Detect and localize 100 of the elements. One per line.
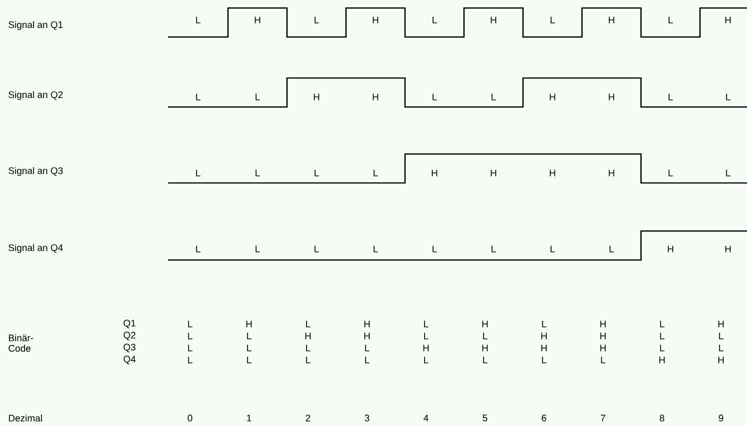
row-label: Q1: [124, 320, 136, 328]
row-label: Q3: [124, 344, 136, 352]
table-cell: L: [424, 320, 428, 328]
table-cell: H: [600, 320, 606, 328]
level-label: H: [372, 94, 378, 100]
level-label: L: [374, 170, 378, 176]
signal-label: Signal an Q2: [8, 91, 63, 100]
level-label: H: [608, 94, 614, 100]
level-label: L: [196, 170, 200, 176]
level-label: L: [314, 16, 319, 24]
level-label: L: [256, 246, 260, 252]
level-label: H: [668, 246, 674, 252]
level-label: L: [550, 16, 555, 24]
table-cell: H: [718, 320, 724, 328]
table-cell: L: [365, 344, 370, 352]
table-cell: L: [542, 356, 546, 364]
table-cell: L: [188, 332, 192, 340]
table-cell: L: [365, 356, 370, 364]
table-cell: L: [483, 356, 488, 364]
level-label: L: [314, 170, 319, 176]
table-cell: L: [306, 344, 310, 352]
level-label: H: [254, 16, 260, 24]
table-cell: 2: [306, 414, 310, 422]
table-cell: H: [246, 320, 252, 328]
table-cell: 9: [718, 414, 724, 422]
table-cell: L: [660, 344, 664, 352]
row-label: Q4: [124, 356, 136, 364]
table-cell: L: [424, 356, 428, 364]
table-cell: L: [719, 332, 724, 340]
level-label: L: [314, 246, 319, 252]
level-label: L: [256, 170, 260, 176]
table-cell: H: [541, 332, 547, 340]
signal-label: Signal an Q4: [8, 244, 63, 253]
table-cell: L: [542, 320, 546, 328]
table-cell: 1: [247, 414, 252, 422]
level-label: H: [725, 246, 731, 252]
table-cell: 0: [188, 414, 192, 422]
level-label: L: [668, 94, 673, 100]
table-cell: H: [600, 344, 606, 352]
level-label: L: [196, 16, 200, 24]
table-cell: H: [364, 320, 370, 328]
table-cell: L: [188, 320, 192, 328]
table-cell: 8: [660, 414, 664, 422]
table-cell: L: [188, 344, 192, 352]
level-label: H: [490, 16, 496, 24]
level-label: H: [550, 94, 556, 100]
table-cell: 5: [482, 414, 488, 422]
level-label: L: [256, 94, 260, 100]
table-cell: L: [719, 344, 724, 352]
table-cell: H: [305, 332, 311, 340]
table-cell: L: [247, 332, 252, 340]
table-cell: H: [364, 332, 370, 340]
level-label: H: [490, 170, 496, 176]
table-cell: L: [306, 356, 310, 364]
table-cell: H: [541, 344, 547, 352]
signal-label: Signal an Q3: [8, 167, 63, 176]
level-label: H: [550, 170, 556, 176]
table-cell: 3: [364, 414, 370, 422]
table-cell: L: [188, 356, 192, 364]
level-label: L: [492, 94, 496, 100]
level-label: H: [725, 16, 731, 24]
level-label: L: [432, 246, 437, 252]
row-label: Q2: [124, 332, 136, 340]
table-cell: L: [247, 344, 252, 352]
level-label: L: [492, 246, 496, 252]
table-cell: H: [423, 344, 429, 352]
level-label: L: [726, 170, 730, 176]
table-cell: H: [718, 356, 724, 364]
table-cell: L: [660, 332, 664, 340]
table-cell: L: [601, 356, 606, 364]
table-cell: 6: [542, 414, 546, 422]
table-cell: L: [660, 320, 664, 328]
level-label: H: [608, 170, 614, 176]
table-cell: H: [659, 356, 665, 364]
level-label: L: [374, 246, 378, 252]
level-label: L: [550, 246, 555, 252]
signal-label: Signal an Q1: [8, 21, 63, 30]
table-cell: 4: [424, 414, 428, 422]
table-cell: L: [424, 332, 428, 340]
level-label: H: [314, 94, 320, 100]
level-label: L: [196, 246, 200, 252]
level-label: L: [432, 16, 437, 24]
row-label: Binär- Code: [8, 334, 34, 352]
table-cell: L: [483, 332, 488, 340]
row-label: Dezimal: [8, 414, 42, 422]
level-label: H: [432, 170, 438, 176]
table-cell: H: [600, 332, 606, 340]
level-label: L: [432, 94, 437, 100]
level-label: L: [196, 94, 200, 100]
level-label: L: [668, 170, 673, 176]
level-label: L: [610, 246, 614, 252]
table-cell: H: [482, 320, 488, 328]
table-cell: L: [306, 320, 310, 328]
level-label: H: [608, 16, 614, 24]
level-label: L: [726, 94, 730, 100]
table-cell: H: [482, 344, 488, 352]
level-label: L: [668, 16, 673, 24]
table-cell: 7: [600, 414, 606, 422]
table-cell: L: [247, 356, 252, 364]
level-label: H: [372, 16, 378, 24]
